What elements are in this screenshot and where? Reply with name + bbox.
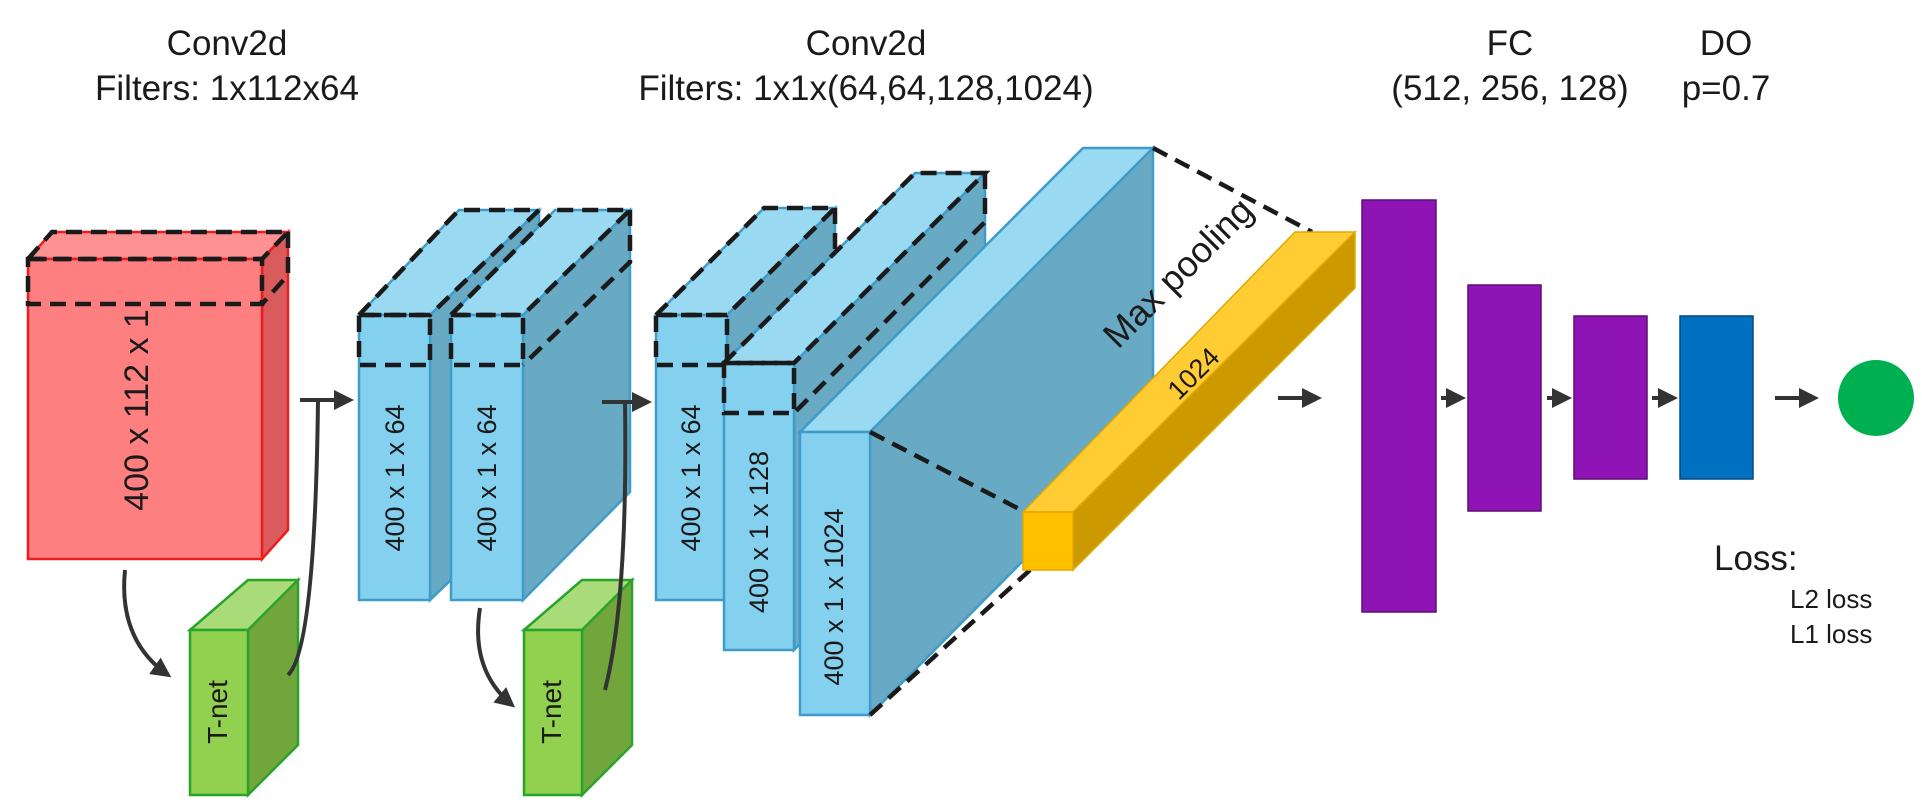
- loss-l2: L2 loss: [1790, 584, 1872, 614]
- tnet2-label: T-net: [536, 680, 567, 744]
- fc1-layer: [1361, 199, 1437, 613]
- conv2-header-filters: Filters: 1x1x(64,64,128,1024): [638, 69, 1093, 108]
- conv1a-slice-top: [353, 207, 545, 318]
- pool-projection-line-mid: [868, 430, 1027, 514]
- dropout-header-title: DO: [1700, 24, 1753, 63]
- tnet2-front: [522, 628, 584, 797]
- conv1a-front: [357, 313, 432, 602]
- pool-projection-line-top: [1151, 146, 1314, 234]
- fc-header-sizes: (512, 256, 128): [1391, 69, 1628, 108]
- conv1b-block: 400 x 1 x 64: [445, 207, 636, 604]
- fc3-layer: [1573, 315, 1648, 480]
- conv2c-front: [798, 430, 872, 717]
- input-slice-side: [260, 232, 291, 306]
- dropout-header-p: p=0.7: [1682, 69, 1771, 108]
- loss-l1: L1 loss: [1790, 619, 1872, 649]
- tnet1-block: T-net: [186, 576, 302, 799]
- input-block-top: [25, 230, 291, 261]
- fc2-layer: [1467, 284, 1542, 512]
- conv1-header-filters: Filters: 1x112x64: [95, 69, 359, 108]
- pooled-vector-front: [1022, 511, 1074, 571]
- conv2a-front: [654, 313, 729, 602]
- arrow-conv1-to-tnet2: [476, 607, 516, 708]
- arrow-tnet1-to-conv1: [286, 399, 320, 677]
- tnet2-block: T-net: [520, 576, 636, 799]
- arrow-input-to-tnet1: [122, 569, 172, 678]
- conv1b-slice-side: [521, 210, 633, 367]
- pooled-vector-block: 1024: [1021, 230, 1357, 572]
- arrow-tnet2-to-conv2: [603, 401, 628, 691]
- conv2b-slice-side: [792, 173, 988, 415]
- conv2a-label: 400 x 1 x 64: [676, 404, 706, 551]
- pool-projection-line-bottom: [868, 568, 1032, 717]
- conv2b-slice-front: [721, 360, 797, 416]
- input-slice-front: [25, 256, 265, 307]
- tnet1-front: [188, 628, 250, 797]
- conv1-header-title: Conv2d: [167, 24, 288, 63]
- conv2c-block: 400 x 1 x 1024: [796, 144, 1157, 719]
- output-node: [1838, 360, 1914, 436]
- tnet1-label: T-net: [202, 680, 233, 744]
- fc-header-title: FC: [1487, 24, 1534, 63]
- conv1b-front: [449, 313, 525, 602]
- input-block-label: 400 x 112 x 1: [118, 309, 156, 511]
- conv1a-label: 400 x 1 x 64: [380, 404, 410, 551]
- dropout-layer: [1679, 315, 1754, 480]
- input-slice-top: [22, 229, 294, 262]
- conv2c-label: 400 x 1 x 1024: [819, 508, 849, 685]
- input-block: 400 x 112 x 1: [22, 228, 294, 563]
- conv2b-label: 400 x 1 x 128: [744, 451, 774, 613]
- conv2-header-title: Conv2d: [806, 24, 927, 63]
- conv1b-label: 400 x 1 x 64: [472, 404, 502, 551]
- loss-title: Loss:: [1714, 539, 1798, 578]
- input-block-front: [26, 257, 264, 561]
- conv2a-slice-top: [650, 205, 841, 318]
